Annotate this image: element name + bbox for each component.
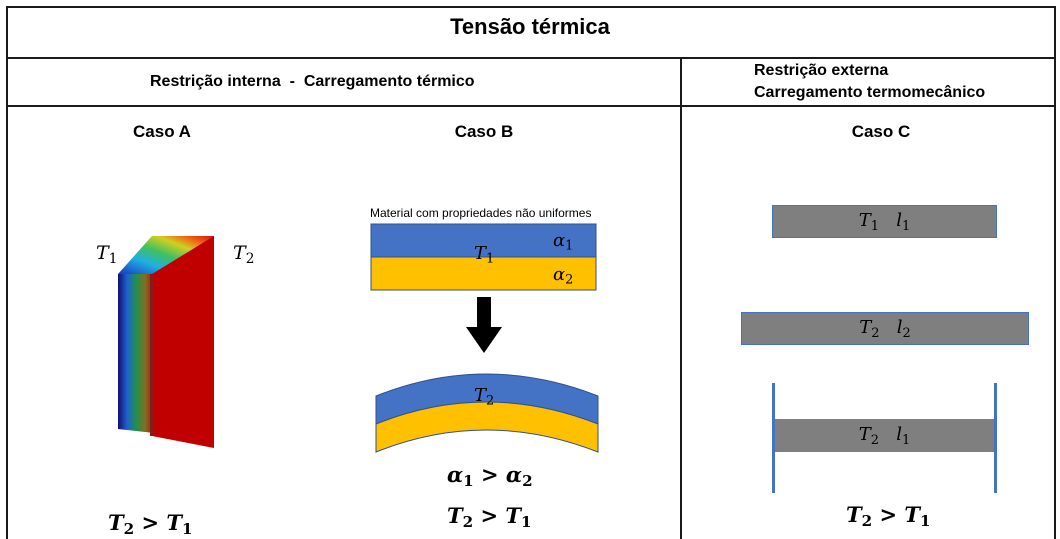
case-b-alpha-condition: α1 > α2	[447, 462, 533, 491]
case-a-t1-label: T1	[96, 242, 118, 267]
border-right	[1054, 6, 1056, 539]
bar-initial: T1 l1	[772, 205, 997, 238]
slab-block	[110, 228, 230, 458]
alpha2-label: α2	[553, 264, 574, 288]
border-left	[6, 6, 8, 539]
case-b-t2-label: T2	[474, 385, 495, 409]
case-b-caption: Material com propriedades não uniformes	[370, 206, 592, 220]
alpha1-label: α1	[553, 230, 574, 254]
bar-expanded: T2 l2	[741, 312, 1029, 345]
column-divider	[680, 57, 682, 539]
bimetal-strip-bent	[375, 373, 599, 453]
right-constraint-wall	[994, 383, 997, 493]
case-a-label: Caso A	[133, 122, 191, 141]
case-c-condition: T2 > T1	[846, 502, 931, 531]
right-column-header-line1: Restrição externa	[754, 62, 889, 79]
border-under-headers	[6, 105, 1056, 107]
case-b-label: Caso B	[454, 122, 514, 141]
case-b-condition: T2 > T1	[447, 503, 532, 532]
case-a-t2-label: T2	[233, 242, 255, 267]
right-column-header-line2: Carregamento termomecânico	[754, 84, 986, 101]
down-arrow-icon	[466, 297, 502, 353]
left-constraint-wall	[772, 383, 775, 493]
case-c-label: Caso C	[851, 122, 911, 141]
table-title: Tensão térmica	[450, 14, 610, 39]
case-a-condition: T2 > T1	[108, 510, 193, 539]
left-column-header: Restrição interna - Carregamento térmico	[150, 73, 475, 90]
bar-constrained: T2 l1	[775, 419, 994, 452]
border-top	[6, 6, 1056, 8]
case-b-t1-label: T1	[474, 243, 495, 267]
border-under-title	[6, 57, 1056, 59]
bimetal-strip-flat	[370, 223, 597, 291]
